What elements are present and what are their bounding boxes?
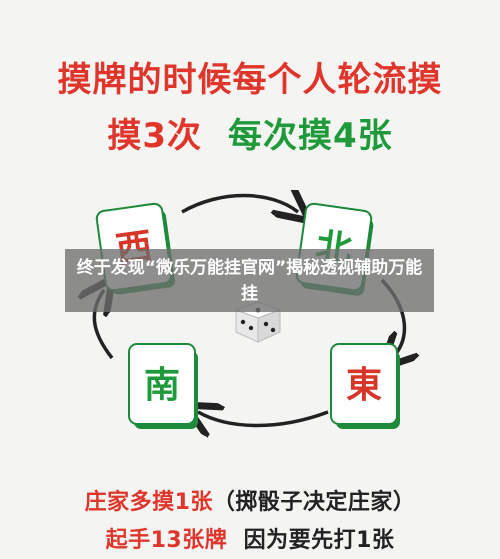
footer-dealer-note: （掷骰子决定庄家） [212,490,416,515]
tile-south-glyph: 南 [143,364,180,406]
mahjong-tile-south: 南 [130,345,194,423]
arrow-west-to-north [181,196,298,213]
footer-start-hand-rule: 起手13张牌 [105,528,228,553]
headline-draw-count: 摸3次 [107,116,202,156]
overlay-banner-text: 终于发现“微乐万能挂官网”揭秘透视辅助万能挂 [76,257,423,304]
footer-line2: 起手13张牌 因为要先打1张 [0,522,500,554]
headline-line2: 摸3次每次摸4张 [0,108,500,157]
headline-line1-text: 摸牌的时候每个人轮流摸 [57,60,443,100]
turn-order-diagram: 西 北 南 東 [70,190,430,440]
tile-east-glyph: 東 [345,364,382,406]
footer-line1: 庄家多摸1张（掷骰子决定庄家） [0,484,500,516]
mahjong-tile-east: 東 [332,345,396,423]
headline-tiles-per-draw: 每次摸4张 [228,116,393,156]
footer-dealer-rule: 庄家多摸1张 [84,490,213,515]
overlay-banner: 终于发现“微乐万能挂官网”揭秘透视辅助万能挂 [65,249,434,312]
headline-line1: 摸牌的时候每个人轮流摸 [0,52,500,101]
footer-start-hand-note: 因为要先打1张 [243,528,395,553]
arrow-east-to-south [198,412,329,426]
